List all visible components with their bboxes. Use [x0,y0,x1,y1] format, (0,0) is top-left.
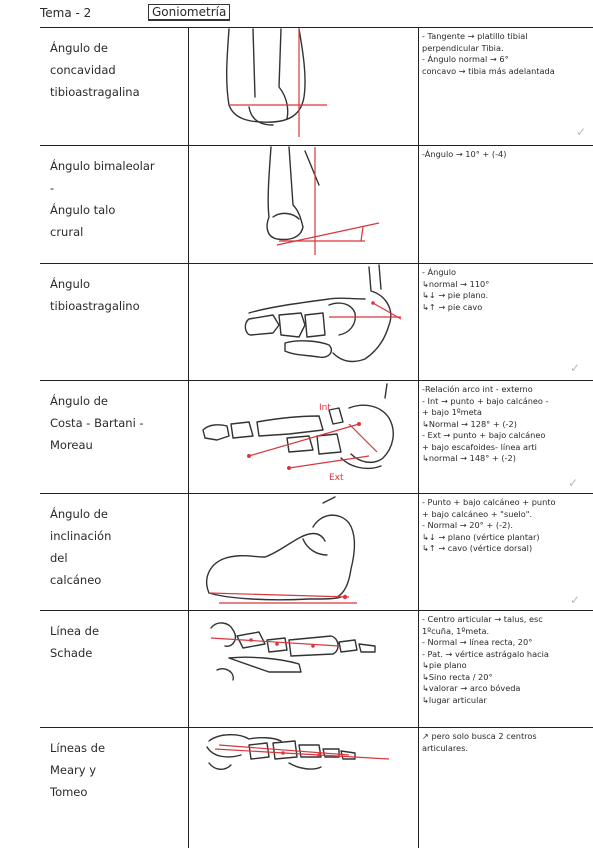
row-divider-5 [40,610,593,611]
meary-tomeo-sketch [206,734,390,770]
calcaneus-sketch [205,496,357,604]
row-divider-6 [40,727,593,728]
internal-arch-label: Int [319,403,331,413]
angle-name: Línea de Schade [50,624,100,660]
page-title: Goniometría [148,4,231,21]
check-mark-icon: ✓ [568,476,579,490]
column-divider-1 [188,27,189,848]
schade-line-sketch [210,622,376,681]
table-top-border [40,27,593,28]
foot-lateral-sketch [244,264,402,363]
check-mark-icon: ✓ [570,361,581,375]
table-row: Ángulo tibioastragalino - Ángulo ↳normal… [40,263,593,380]
ankle-xray-sketch [225,28,327,137]
check-mark-icon: ✓ [570,593,581,607]
foot-arch-sketch: Int Ext [202,383,394,483]
table-row: Ángulo de inclinación del calcáneo - Pun… [40,493,593,610]
column-divider-2 [418,27,419,848]
check-mark-icon: ✓ [576,125,587,139]
row-divider-1 [40,145,593,146]
angle-notes: - Centro articular → talus, esc 1ºcuña, … [422,614,549,705]
external-arch-label: Ext [329,473,344,483]
angle-notes: ↗ pero solo busca 2 centros articulares. [422,731,537,753]
angle-name: Ángulo de concavidad tibioastragalina [50,41,140,99]
table-row: Líneas de Meary y Tomeo ↗ pero solo busc… [40,727,593,848]
row-divider-3 [40,380,593,381]
angle-name: Ángulo de inclinación del calcáneo [50,507,112,587]
topic-label: Tema - 2 [40,6,92,20]
angle-name: Ángulo de Costa - Bartani - Moreau [50,394,144,452]
page-header: Tema - 2 Goniometría [22,0,593,24]
table-row: Línea de Schade - Centro articular → tal… [40,610,593,727]
angle-notes: -Relación arco int - externo - Int → pun… [422,384,549,463]
row-divider-2 [40,263,593,264]
ankle-mortise-sketch [266,146,380,255]
angle-notes: -Ángulo → 10° + (-4) [422,149,507,159]
angle-notes: - Tangente → platillo tibial perpendicul… [422,31,555,76]
angle-name: Líneas de Meary y Tomeo [50,741,106,799]
angle-name: Ángulo bimaleolar - Ángulo talo crural [50,159,155,239]
table-row: Ángulo bimaleolar - Ángulo talo crural -… [40,145,593,263]
goniometry-table: Ángulo de concavidad tibioastragalina - … [40,27,593,848]
table-row: Ángulo de concavidad tibioastragalina - … [40,27,593,145]
angle-name: Ángulo tibioastragalino [50,277,140,313]
row-divider-4 [40,493,593,494]
angle-notes: - Punto + bajo calcáneo + punto + bajo c… [422,497,556,553]
table-row: Ángulo de Costa - Bartani - Moreau Int E… [40,380,593,493]
angle-notes: - Ángulo ↳normal → 110° ↳↓ → pie plano. … [422,267,490,312]
